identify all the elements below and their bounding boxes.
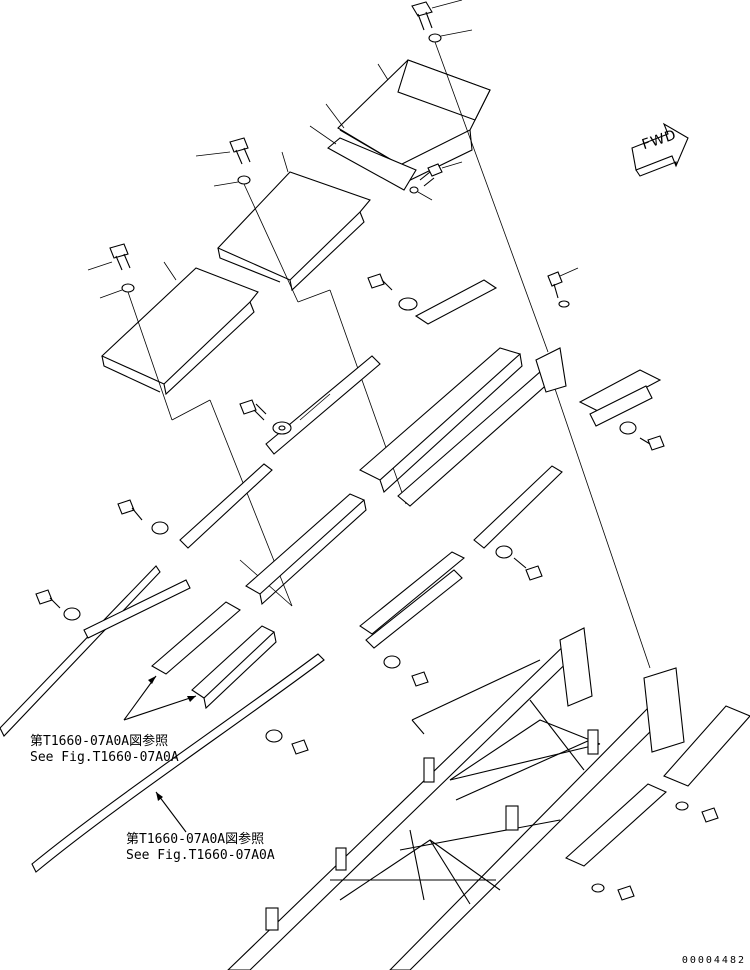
reference-label-1-jp: 第T1660-07A0A図参照 [30, 734, 169, 749]
frame-bracket [335, 847, 347, 871]
fwd-arrow-icon [631, 122, 689, 177]
washer-mid-top [398, 297, 418, 311]
bolt-left [35, 589, 61, 609]
reference-label-2-en: See Fig.T1660-07A0A [126, 848, 275, 863]
bolt-mid-left [239, 399, 267, 421]
cover-plate-second [217, 151, 371, 292]
arrowhead-icon [148, 676, 156, 684]
bolt-top [411, 0, 463, 31]
frame-bracket [587, 729, 599, 755]
washer-right-2 [619, 421, 637, 435]
bolt-low-2 [411, 671, 429, 687]
washer-low-1 [265, 729, 283, 743]
washer-left [63, 607, 81, 621]
cover-plate-third [101, 261, 259, 396]
bolt-lower-left [117, 499, 143, 521]
bracket-right [535, 347, 662, 427]
washer-small-1 [409, 186, 419, 194]
bolt-low-1 [291, 739, 309, 755]
ref-arrow-1 [123, 675, 157, 721]
strip-mid-top [414, 279, 498, 325]
document-number: 00004482 [681, 955, 746, 966]
washer-lower-right-2 [591, 883, 605, 893]
washer-lower-right [675, 801, 689, 811]
washer-low-2 [383, 655, 401, 669]
rail-lower-left [179, 463, 273, 549]
rail-left-bracket [191, 625, 277, 710]
bolt-right [547, 267, 579, 299]
bolt-lower-right-2 [617, 885, 635, 901]
rail-left-long [0, 565, 161, 737]
bolt-mid-top [367, 273, 393, 291]
rail-lower-mid [245, 493, 367, 606]
washer-lower-left [151, 521, 169, 535]
frame-bracket [423, 757, 435, 783]
rail-upper-left [265, 355, 381, 455]
washer-top [428, 33, 442, 43]
rail-left-panel [83, 579, 241, 675]
reference-label-2-jp: 第T1660-07A0A図参照 [126, 832, 265, 847]
arrowhead-icon [156, 792, 163, 801]
frame-bracket [505, 805, 519, 831]
washer-second [237, 175, 251, 185]
bolt-lower-center [513, 557, 543, 581]
rail-upper-mid [359, 347, 523, 493]
washer-third [121, 283, 135, 293]
ref-arrow-3 [155, 791, 187, 833]
washer-lower-center [495, 545, 513, 559]
frame-bracket [265, 907, 279, 931]
bolt-third [87, 243, 131, 271]
ref-arrow-2 [123, 695, 197, 721]
bolt-second [195, 137, 251, 165]
washer-hole [278, 425, 286, 431]
bolt-small-1 [419, 161, 463, 187]
reference-label-1-en: See Fig.T1660-07A0A [30, 750, 179, 765]
bolt-right-2 [639, 435, 665, 451]
rail-curved [31, 653, 325, 873]
cover-right-lower-2 [565, 783, 667, 867]
seal-strip [327, 137, 417, 191]
rail-lower-center [473, 465, 563, 549]
bolt-lower-right [701, 807, 719, 823]
washer-right [558, 300, 570, 308]
arrowhead-icon [187, 696, 196, 702]
main-frame [227, 627, 685, 970]
rail-lower-right [359, 551, 466, 649]
cover-right-lower-1 [663, 705, 750, 787]
